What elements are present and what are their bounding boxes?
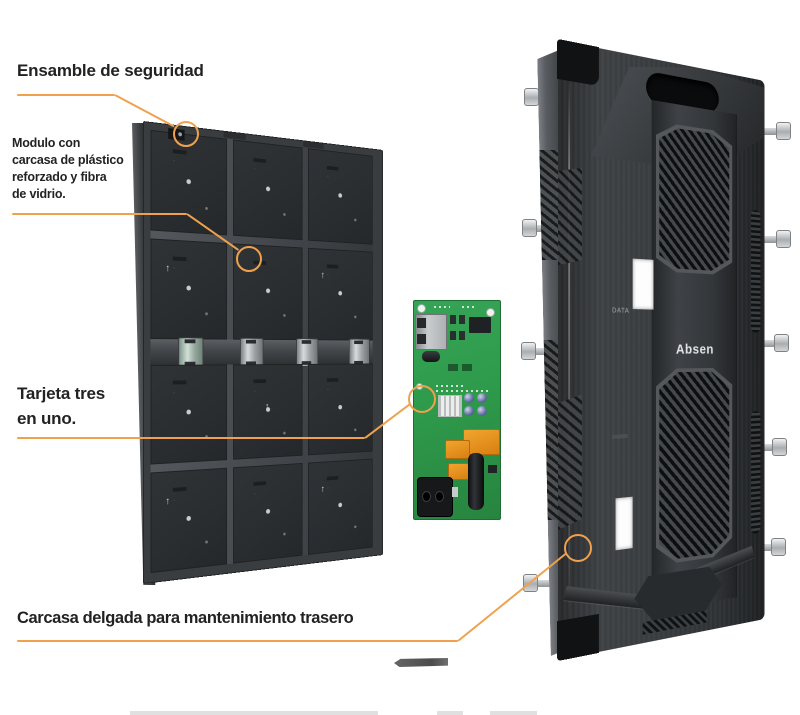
silkscreen-marks bbox=[434, 306, 450, 308]
electrolytic-capacitor bbox=[468, 453, 484, 510]
module-bay: ↑ bbox=[308, 458, 373, 555]
data-port-label: DATA bbox=[612, 307, 630, 315]
smd-component bbox=[448, 364, 458, 371]
access-cutout bbox=[632, 258, 654, 310]
access-cutout bbox=[615, 496, 633, 551]
cropped-bottom-bar bbox=[490, 711, 537, 715]
panel-shadow-fragment bbox=[394, 658, 448, 667]
thumbscrew bbox=[760, 122, 791, 140]
ethernet-ports bbox=[415, 314, 447, 350]
vent-stripe-band bbox=[558, 165, 582, 266]
corner-block bbox=[557, 38, 599, 87]
callout-ring-card bbox=[408, 385, 436, 413]
brand-logo: Absen bbox=[675, 341, 714, 358]
connector-pin bbox=[452, 487, 458, 497]
up-arrow-icon: ↑ bbox=[320, 270, 325, 281]
dip-connector bbox=[438, 395, 462, 417]
smd-component bbox=[488, 465, 497, 473]
capacitor bbox=[422, 351, 440, 362]
vent-stripe-band bbox=[558, 394, 582, 530]
smd-component bbox=[450, 315, 456, 324]
smd-component bbox=[459, 331, 465, 340]
label-line: reforzado y fibra bbox=[12, 170, 107, 184]
corner-block bbox=[557, 613, 599, 662]
up-arrow-icon: ↑ bbox=[265, 401, 270, 412]
label-line: carcasa de plástico bbox=[12, 153, 124, 167]
label-security-assembly: Ensamble de seguridad bbox=[17, 61, 204, 80]
smd-component bbox=[462, 364, 472, 371]
cropped-bottom-bar bbox=[130, 711, 378, 715]
module-bay: ↑ bbox=[232, 363, 303, 460]
callout-ring-module bbox=[236, 246, 262, 272]
up-arrow-icon: ↑ bbox=[320, 484, 325, 495]
smd-component bbox=[459, 315, 465, 324]
latch-clip bbox=[296, 337, 319, 367]
module-bay: ↑ bbox=[150, 467, 227, 574]
label-slim-housing: Carcasa delgada para mantenimiento trase… bbox=[17, 609, 354, 627]
ic-chip bbox=[469, 317, 491, 333]
module-bay: ↑ bbox=[150, 238, 227, 340]
module-bay bbox=[308, 148, 373, 245]
leader-line bbox=[12, 213, 187, 215]
latch-clip bbox=[178, 336, 204, 368]
label-line: Modulo con bbox=[12, 136, 81, 150]
capacitor bbox=[477, 406, 487, 416]
leader-line bbox=[17, 437, 365, 439]
silkscreen-marks bbox=[436, 390, 488, 392]
pcb-screw-hole bbox=[486, 308, 495, 317]
vent-louvers bbox=[659, 126, 729, 272]
latch-clip bbox=[239, 337, 264, 367]
label-line: en uno. bbox=[17, 409, 77, 428]
transformer bbox=[445, 440, 470, 459]
capacitor bbox=[464, 406, 474, 416]
lower-vent bbox=[656, 368, 732, 566]
module-bay: ↑ bbox=[308, 247, 373, 341]
pcb-screw-hole bbox=[417, 304, 426, 313]
right-vent-strip bbox=[751, 410, 761, 535]
label-line: Tarjeta tres bbox=[17, 384, 105, 403]
callout-ring-housing bbox=[564, 534, 592, 562]
thumbscrew bbox=[760, 230, 791, 248]
thumbscrew bbox=[758, 334, 789, 352]
label-three-in-one-card: Tarjeta tres en uno. bbox=[17, 381, 105, 431]
back-cover-panel: Absen DATA bbox=[557, 38, 765, 662]
module-bay bbox=[232, 139, 303, 240]
up-arrow-icon: ↑ bbox=[165, 495, 170, 508]
frame-center-rail bbox=[150, 336, 373, 368]
silkscreen-marks bbox=[462, 306, 476, 308]
power-inlet-socket bbox=[417, 477, 453, 517]
led-module-frame: ↑ ↑ ↑ ↑ ↑ bbox=[143, 121, 383, 584]
smd-component bbox=[450, 331, 456, 340]
latch-clip bbox=[348, 338, 370, 366]
up-arrow-icon: ↑ bbox=[165, 263, 170, 275]
right-vent-strip bbox=[751, 209, 761, 333]
upper-vent bbox=[656, 121, 732, 275]
leader-line bbox=[17, 640, 458, 642]
control-card-pcb bbox=[413, 300, 501, 520]
capacitor bbox=[464, 393, 474, 403]
cropped-bottom-bar bbox=[437, 711, 463, 715]
capacitor bbox=[477, 393, 487, 403]
callout-ring-security bbox=[173, 121, 199, 147]
vent-louvers bbox=[659, 371, 729, 561]
module-bay bbox=[308, 363, 373, 456]
module-bay bbox=[150, 363, 227, 465]
module-bay-grid: ↑ ↑ ↑ ↑ ↑ bbox=[150, 129, 373, 574]
leader-line bbox=[17, 94, 115, 96]
module-bay bbox=[232, 463, 303, 564]
label-module-housing: Modulo con carcasa de plástico reforzado… bbox=[12, 135, 124, 203]
label-line: de vidrio. bbox=[12, 187, 66, 201]
silkscreen-marks bbox=[436, 385, 466, 387]
